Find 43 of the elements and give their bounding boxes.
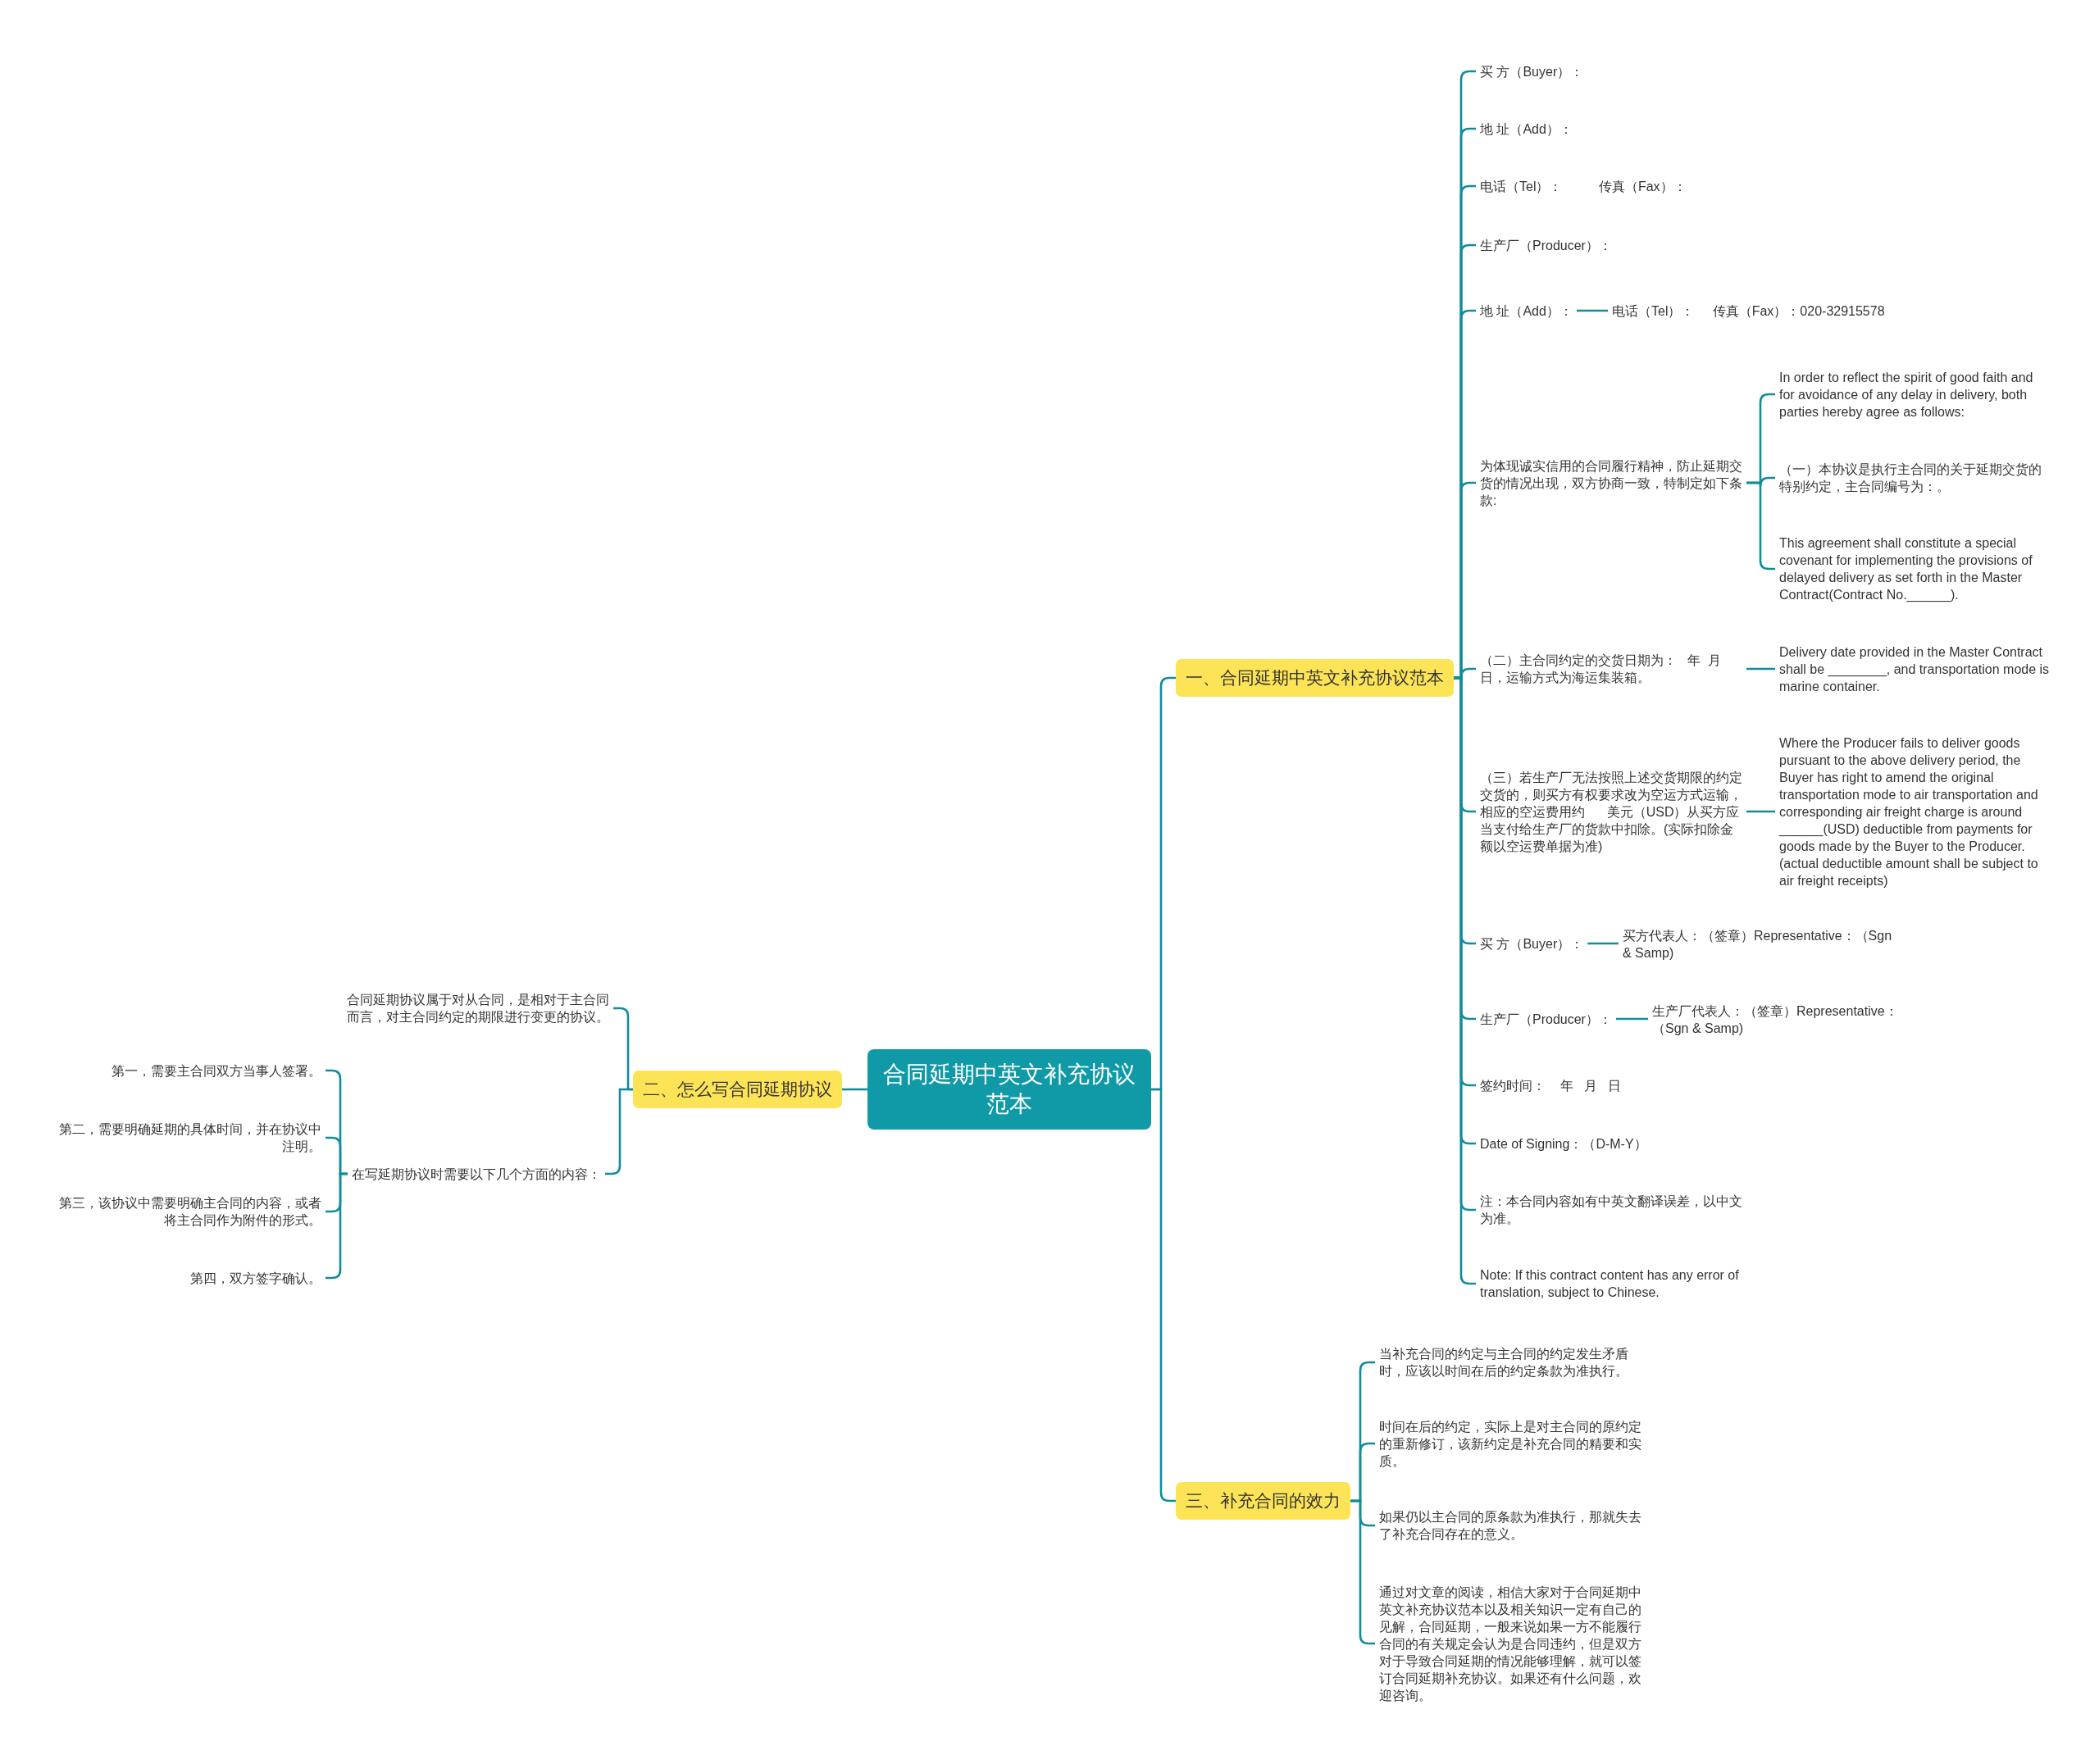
topic-text: 买 方（Buyer）： — [1476, 62, 1588, 80]
topic-text: This agreement shall constitute a special covenant for implementing the provisions of delayed delivery as set forth in the Master Contract(Contract No.______). — [1775, 534, 2054, 603]
topic-text: 买方代表人：（签章）Representative：（Sgn & Samp) — [1619, 927, 1897, 962]
topic-text: 第三，该协议中需要明确主合同的内容，或者将主合同作为附件的形式。 — [53, 1194, 326, 1229]
topic-text: In order to reflect the spirit of good faith and for avoidance of any delay in delivery, both parties hereby agree as follows: — [1775, 368, 2054, 421]
branch-topic-box: 三、补充合同的效力 — [1176, 1482, 1350, 1520]
topic-text: （二）主合同约定的交货日期为： 年 月日，运输方式为海运集装箱。 — [1476, 652, 1746, 686]
topic-text: 通过对文章的阅读，相信大家对于合同延期中英文补充协议范本以及相关知识一定有自己的见解，合同延期，一般来说如果一方不能履行合同的有关规定会认为是合同违约，但是双方对于导致合同延期的情况能够理解，就可以签订合同延期补充协议。如果还有什么问题，欢迎咨询。 — [1375, 1583, 1647, 1704]
topic-text: 注：本合同内容如有中英文翻译误差，以中文为准。 — [1476, 1193, 1746, 1227]
topic-text: 电话（Tel）： 传真（Fax）： — [1476, 177, 1691, 195]
topic-text: 生产厂（Producer）： — [1476, 236, 1616, 254]
branch-topic-box: 二、怎么写合同延期协议 — [633, 1071, 842, 1108]
topic-text: 合同延期协议属于对从合同，是相对于主合同而言，对主合同约定的期限进行变更的协议。 — [341, 991, 613, 1025]
topic-text: 如果仍以主合同的原条款为准执行，那就失去了补充合同存在的意义。 — [1375, 1508, 1647, 1543]
topic-text: 第二，需要明确延期的具体时间，并在协议中注明。 — [53, 1121, 326, 1155]
topic-text: 买 方（Buyer）： — [1476, 934, 1588, 952]
topic-text: 在写延期协议时需要以下几个方面的内容： — [348, 1165, 605, 1183]
connector-line — [1746, 667, 1775, 671]
central-topic-box: 合同延期中英文补充协议范本 — [867, 1049, 1151, 1130]
topic-text: 生产厂代表人：（签章）Representative：（Sgn & Samp) — [1648, 1002, 1927, 1037]
topic-text: 为体现诚实信用的合同履行精神，防止延期交货的情况出现，双方协商一致，特制定如下条款: — [1476, 457, 1746, 509]
topic-text: 生产厂（Producer）： — [1476, 1010, 1616, 1028]
connector-line — [842, 1088, 867, 1091]
topic-text: 地 址（Add）： — [1476, 120, 1577, 138]
topic-text: Date of Signing：（D-M-Y） — [1476, 1134, 1651, 1153]
connector-line — [1587, 942, 1619, 945]
connector-line — [1151, 1088, 1176, 1503]
topic-text: 电话（Tel）： 传真（Fax）：020-32915578 — [1608, 302, 1889, 320]
topic-text: 第一，需要主合同双方当事人签署。 — [107, 1062, 326, 1080]
topic-text: Delivery date provided in the Master Contract shall be ________, and transportation mode is marine container. — [1775, 643, 2054, 695]
connector-line — [1615, 1017, 1648, 1021]
topic-text: Note: If this contract content has any error of translation, subject to Chinese. — [1476, 1266, 1746, 1301]
topic-text: 签约时间： 年 月 日 — [1476, 1076, 1626, 1094]
topic-text: Where the Producer fails to deliver goods pursuant to the above delivery period, the Buyer has right to amend the original transportation mode to air transportation and corresponding air freight charge is around ______(USD) deductible from payments for goods made by the Buyer to the Producer. (actual deductible amount shall be subject to air freight receipts) — [1775, 734, 2054, 889]
topic-text: （一）本协议是执行主合同的关于延期交货的特别约定，主合同编号为：。 — [1775, 461, 2054, 495]
topic-text: 时间在后的约定，实际上是对主合同的原约定的重新修订，该新约定是补充合同的精要和实质。 — [1375, 1417, 1647, 1470]
branch-topic-box: 一、合同延期中英文补充协议范本 — [1176, 659, 1454, 697]
topic-text: 地 址（Add）： — [1476, 302, 1577, 320]
topic-text: 当补充合同的约定与主合同的约定发生矛盾时，应该以时间在后的约定条款为准执行。 — [1375, 1345, 1647, 1380]
topic-text: 第四，双方签字确认。 — [186, 1269, 326, 1287]
connector-line — [1576, 309, 1608, 312]
connector-line — [1746, 810, 1775, 813]
topic-text: （三）若生产厂无法按照上述交货期限的约定交货的，则买方有权要求改为空运方式运输，相应的空运费用约 美元（USD）从买方应当支付给生产厂的货款中扣除。(实际扣除金额以空运费单据为准) — [1476, 768, 1746, 855]
